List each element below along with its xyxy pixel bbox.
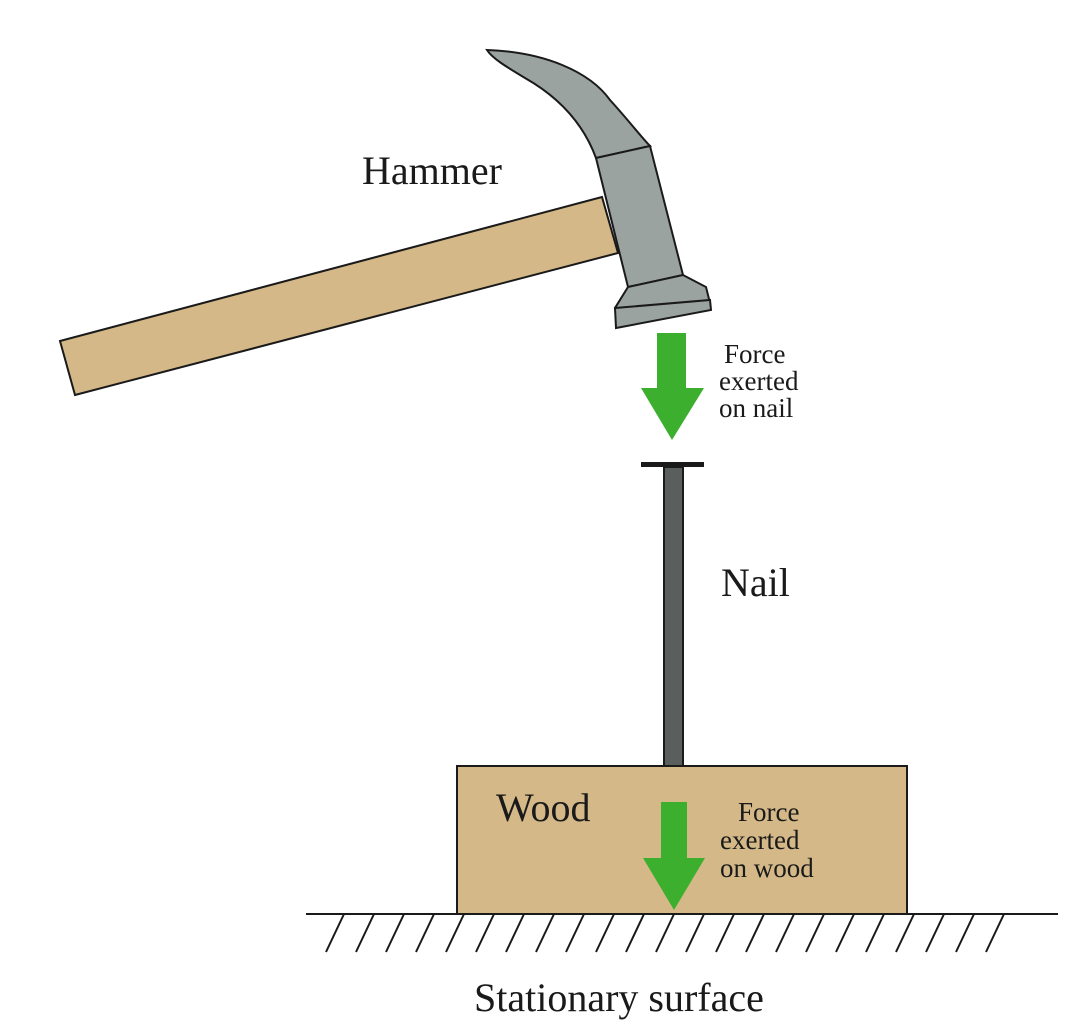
ground-hatch-mark — [415, 913, 435, 953]
hammer-icon — [58, 48, 713, 397]
ground-hatch-mark — [745, 913, 765, 953]
ground-hatch-mark — [655, 913, 675, 953]
force-on-wood-line-2: exerted — [720, 825, 800, 855]
hammer-neck — [594, 144, 685, 289]
force-on-wood-line-1: Force — [738, 797, 799, 827]
ground-hatch-mark — [625, 913, 645, 953]
ground-hatch-mark — [505, 913, 525, 953]
ground-hatch-mark — [475, 913, 495, 953]
nail-shank — [663, 466, 684, 788]
ground-hatch-mark — [955, 913, 975, 953]
ground-hatch-mark — [805, 913, 825, 953]
wood-label: Wood — [496, 785, 591, 830]
nail-head — [641, 462, 704, 467]
hammer-claw — [485, 48, 652, 160]
force-on-wood-line-3: on wood — [720, 853, 814, 883]
ground-hatch-mark — [925, 913, 945, 953]
stationary-surface — [306, 913, 1058, 953]
force-on-nail-line-1: Force — [724, 339, 785, 369]
down-arrow-icon — [641, 333, 704, 440]
ground-hatch-mark — [685, 913, 705, 953]
force-on-nail-label: Force exerted on nail — [719, 339, 805, 423]
nail-icon — [641, 462, 704, 788]
ground-hatch-mark — [325, 913, 345, 953]
hammer-handle — [58, 195, 620, 397]
ground-hatch-mark — [355, 913, 375, 953]
ground-hatch-mark — [715, 913, 735, 953]
ground-hatch-mark — [595, 913, 615, 953]
ground-hatch-mark — [985, 913, 1005, 953]
ground-hatch-mark — [865, 913, 885, 953]
ground-hatch-mark — [835, 913, 855, 953]
force-on-wood-label: Force exerted on wood — [720, 797, 814, 883]
ground-hatch-mark — [565, 913, 585, 953]
surface-label: Stationary surface — [474, 975, 764, 1020]
ground-hatch-mark — [535, 913, 555, 953]
ground-hatch-mark — [775, 913, 795, 953]
hammer-face-bottom — [613, 298, 713, 330]
force-on-nail-line-3: on nail — [719, 393, 793, 423]
ground-hatch-mark — [385, 913, 405, 953]
force-on-nail-line-2: exerted — [719, 366, 799, 396]
nail-label: Nail — [721, 560, 790, 605]
ground-hatch-mark — [895, 913, 915, 953]
down-arrow-icon — [643, 802, 705, 910]
ground-hatch-mark — [445, 913, 465, 953]
hammer-label: Hammer — [362, 148, 502, 193]
